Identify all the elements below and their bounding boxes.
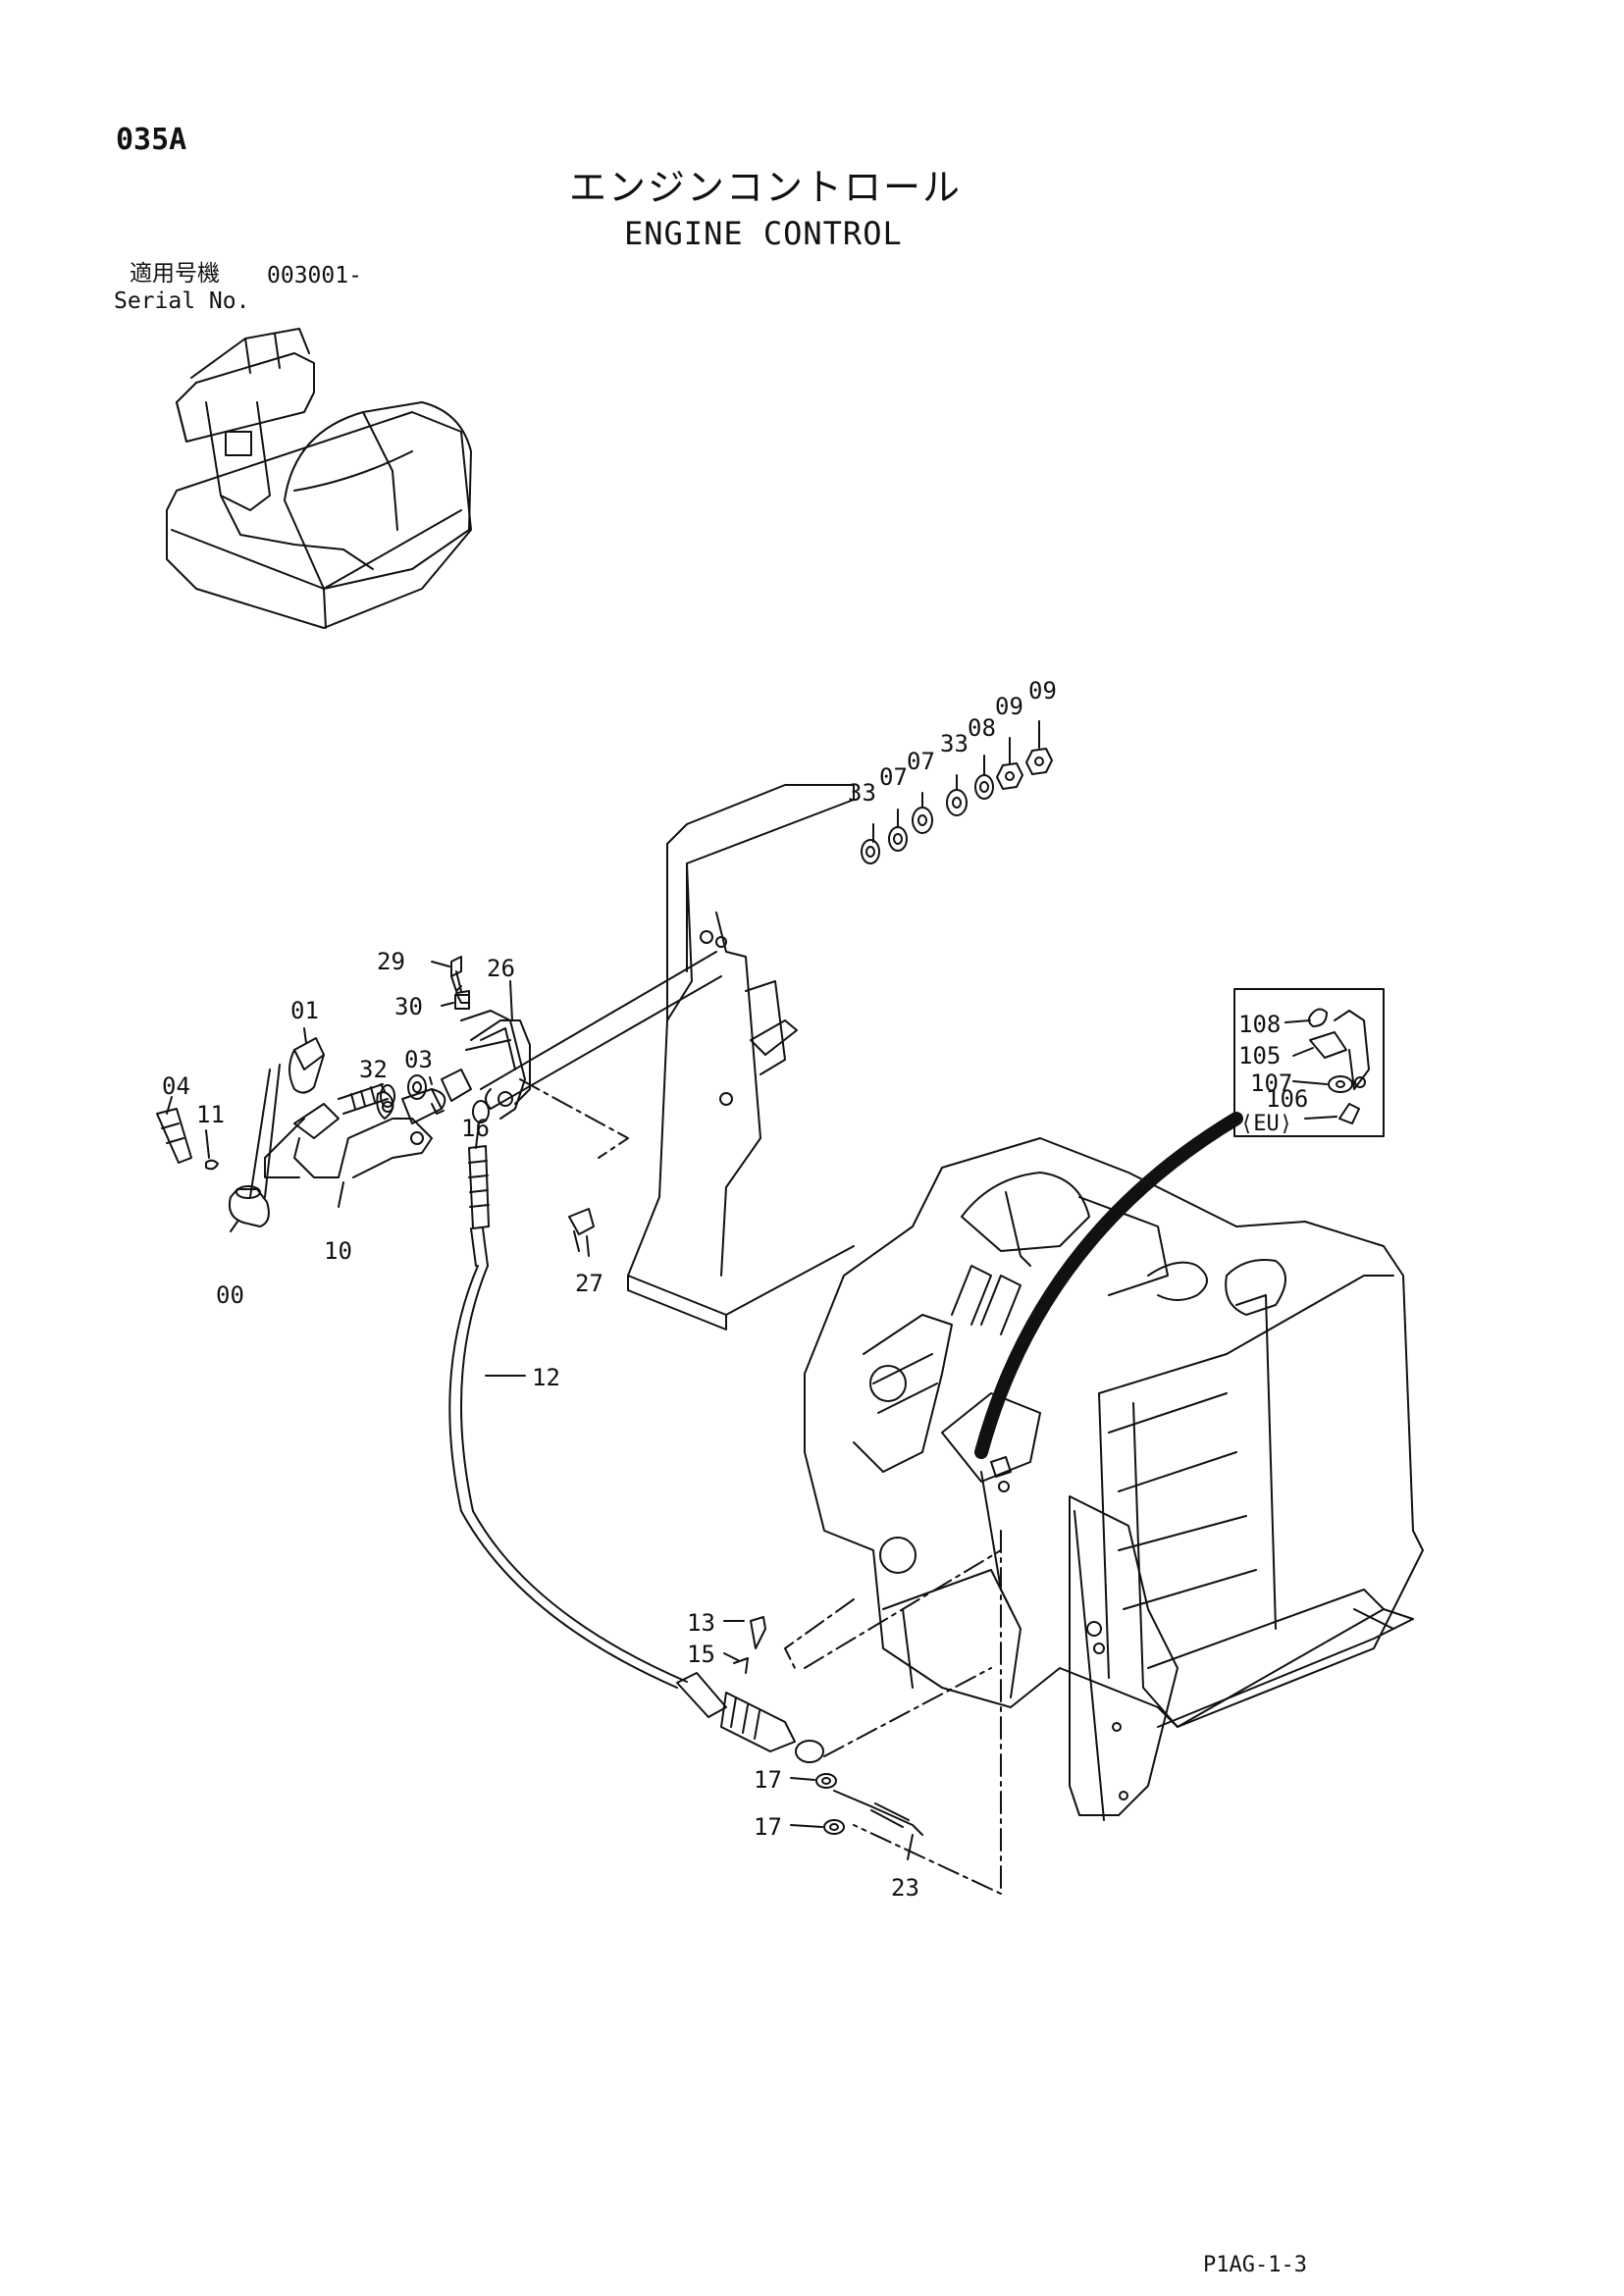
title-japanese: エンジンコントロール — [569, 166, 963, 209]
part-label-17-upper: 17 — [754, 1766, 782, 1794]
part-label-33-second: 33 — [940, 730, 969, 757]
serial-label-japanese: 適用号機 — [130, 261, 220, 287]
serial-label-english: Serial No. — [114, 288, 250, 314]
part-label-07-first: 07 — [879, 763, 908, 791]
part-label-108: 108 — [1238, 1011, 1281, 1038]
part-label-08: 08 — [968, 714, 996, 742]
part-label-33-first: 33 — [848, 779, 876, 807]
part-label-09-first: 09 — [995, 693, 1023, 720]
part-label-30: 30 — [394, 993, 423, 1020]
part-label-10: 10 — [324, 1237, 352, 1265]
part-label-16: 16 — [461, 1115, 490, 1142]
part-label-107: 107 — [1250, 1070, 1292, 1097]
part-label-00: 00 — [216, 1281, 244, 1309]
part-label-106: 106 — [1266, 1085, 1308, 1113]
part-label-03: 03 — [404, 1046, 433, 1073]
leader-lines — [519, 1078, 1002, 1895]
part-label-13: 13 — [687, 1609, 715, 1637]
part-label-07-second: 07 — [907, 748, 935, 775]
part-label-15: 15 — [687, 1641, 715, 1668]
inset-region-label: ⟨EU⟩ — [1240, 1112, 1292, 1136]
machine-overview-illustration — [166, 328, 472, 629]
inset-callout-arc — [974, 1112, 1243, 1459]
part-label-29: 29 — [377, 948, 405, 975]
serial-number-value: 003001- — [267, 263, 362, 288]
part-label-27: 27 — [575, 1270, 603, 1297]
part-label-105: 105 — [1238, 1042, 1281, 1070]
part-label-23: 23 — [891, 1874, 919, 1902]
linkage-pins — [733, 1616, 923, 1836]
part-label-04: 04 — [162, 1072, 190, 1100]
part-label-12: 12 — [532, 1364, 560, 1391]
label-ticks — [166, 720, 1337, 1860]
part-label-11: 11 — [196, 1101, 225, 1128]
page-code: 035A — [116, 123, 187, 157]
lever-assembly — [156, 1037, 595, 1252]
part-label-32: 32 — [359, 1056, 388, 1083]
part-label-01: 01 — [290, 997, 319, 1024]
bracket-26 — [450, 956, 531, 1105]
shaft-assembly — [376, 951, 722, 1124]
part-label-26: 26 — [487, 955, 515, 982]
part-labels: 29 30 26 01 32 03 16 04 11 00 10 27 12 1… — [162, 677, 1308, 1902]
throttle-cable — [448, 1100, 837, 1789]
part-label-09-second: 09 — [1028, 677, 1057, 704]
part-label-17-lower: 17 — [754, 1813, 782, 1841]
page-reference: P1AG-1-3 — [1203, 2253, 1307, 2277]
frame-panel-illustration — [627, 784, 855, 1331]
title-english: ENGINE CONTROL — [624, 215, 903, 252]
